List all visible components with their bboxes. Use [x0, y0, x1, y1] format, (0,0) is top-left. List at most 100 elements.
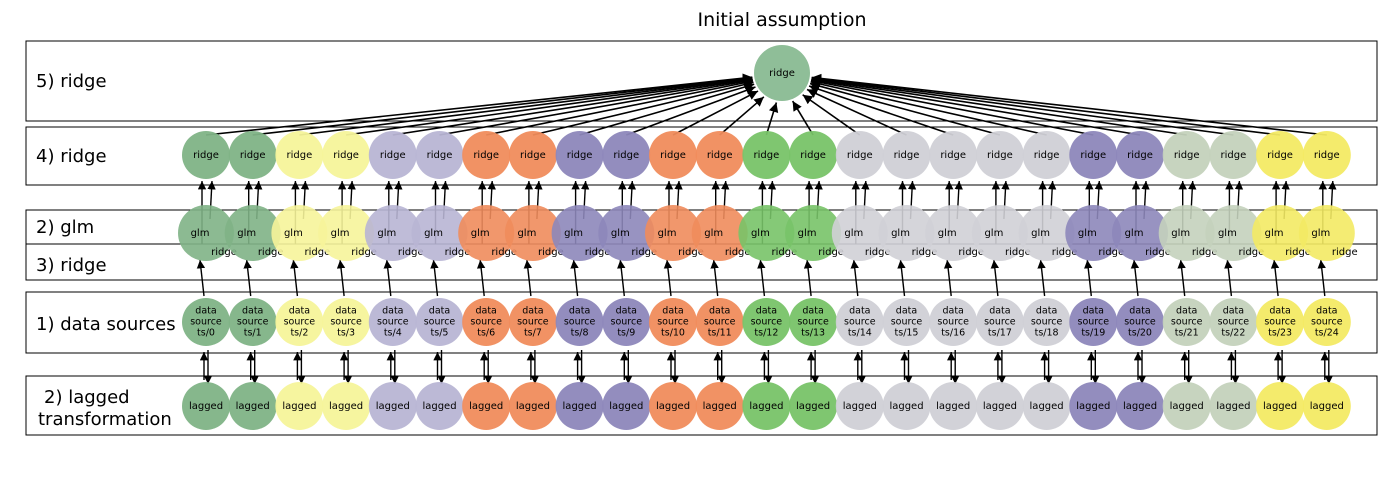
ridge4-node	[882, 131, 931, 179]
data-source-label-line1: data	[1129, 306, 1150, 317]
data-source-label-line1: data	[289, 306, 310, 317]
edge-ridge4-to-top	[802, 94, 861, 136]
data-source-label-line1: data	[382, 306, 403, 317]
lagged-node	[882, 382, 931, 430]
edge-source-to-ridge3	[383, 259, 392, 297]
glm-label: glm	[1311, 228, 1330, 239]
glm-node	[458, 205, 515, 261]
glm-label: glm	[751, 228, 770, 239]
row-label-layer2-glm: 2) glm	[36, 217, 94, 238]
ridge4-label: ridge	[1034, 150, 1060, 161]
data-source-node	[182, 298, 230, 346]
lagged-node	[1022, 382, 1071, 430]
ridge4-label: ridge	[380, 150, 406, 161]
ridge4-node	[1069, 131, 1118, 179]
data-source-node	[462, 298, 511, 346]
glm-label: glm	[331, 228, 350, 239]
lagged-label: lagged	[563, 401, 597, 412]
layer4-box	[25, 126, 1378, 186]
data-source-label-line1: data	[709, 306, 730, 317]
ridge3-label: ridge	[1192, 247, 1218, 258]
layer5-box	[25, 40, 1378, 122]
glm-label: glm	[424, 228, 443, 239]
data-source-id: ts/2	[290, 328, 308, 339]
lagged-node	[929, 382, 978, 430]
row-label-layer5: 5) ridge	[36, 71, 107, 92]
glm-node	[318, 205, 375, 261]
ridge4-label: ridge	[940, 150, 966, 161]
lagged-node	[649, 382, 697, 430]
lagged-node	[1162, 382, 1211, 430]
data-source-label-line1: data	[1223, 306, 1244, 317]
edge-ridge4-to-top	[532, 79, 754, 136]
lagged-node	[1302, 382, 1351, 430]
data-source-id: ts/11	[708, 328, 732, 339]
ridge4-label: ridge	[333, 150, 359, 161]
data-source-node	[1116, 298, 1164, 346]
ridge3-label: ridge	[958, 247, 984, 258]
diagram-title: Initial assumption	[697, 9, 866, 31]
data-source-node	[1022, 298, 1071, 346]
glm-label: glm	[191, 228, 210, 239]
glm-label: glm	[704, 228, 723, 239]
lagged-node	[322, 382, 371, 430]
data-source-label-line1: data	[195, 306, 216, 317]
data-source-id: ts/6	[477, 328, 495, 339]
edge-source-to-ridge3	[290, 259, 299, 297]
data-source-node	[322, 298, 371, 346]
ridge4-label: ridge	[987, 150, 1013, 161]
data-source-label-line1: data	[989, 306, 1010, 317]
edge-ridge4-to-top	[811, 76, 1141, 136]
glm-node	[1252, 205, 1309, 261]
ridge3-label: ridge	[725, 247, 751, 258]
ridge4-label: ridge	[193, 150, 219, 161]
lagged-node	[462, 382, 511, 430]
edge-ridge4-to-top	[765, 102, 779, 136]
ridge3-label: ridge	[772, 247, 798, 258]
ridge4-node	[1162, 131, 1211, 179]
ridge3-label: ridge	[211, 247, 237, 258]
lagged-label: lagged	[329, 401, 363, 412]
lagged-label: lagged	[376, 401, 410, 412]
ridge4-node	[368, 131, 417, 179]
glm-label: glm	[1218, 228, 1237, 239]
ridge3-label: ridge	[1145, 247, 1171, 258]
ridge4-label: ridge	[847, 150, 873, 161]
row-label-lagged-line2: transformation	[38, 409, 172, 430]
lagged-label: lagged	[516, 401, 550, 412]
data-source-label-line2: source	[424, 317, 456, 328]
data-source-node	[602, 298, 651, 346]
data-source-label-line1: data	[475, 306, 496, 317]
data-source-node	[929, 298, 978, 346]
row-label-layer1: 1) data sources	[36, 314, 176, 335]
edge-source-to-ridge3	[336, 259, 346, 297]
ridge4-node	[695, 131, 744, 179]
ridge3-label: ridge	[445, 247, 471, 258]
data-source-id: ts/8	[571, 328, 589, 339]
edge-source-to-ridge3	[850, 259, 859, 297]
ridge4-node	[929, 131, 978, 179]
data-source-id: ts/1	[244, 328, 262, 339]
data-source-label-line2: source	[657, 317, 689, 328]
row-label-lagged-line1: 2) lagged	[44, 387, 130, 408]
data-source-label-line1: data	[662, 306, 683, 317]
glm-label: glm	[984, 228, 1003, 239]
ridge4-label: ridge	[800, 150, 826, 161]
data-source-label-line2: source	[517, 317, 549, 328]
lagged-node	[1116, 382, 1164, 430]
data-source-label-line1: data	[849, 306, 870, 317]
data-source-id: ts/23	[1268, 328, 1292, 339]
edge-ridge4-to-top	[810, 79, 1047, 136]
data-source-id: ts/13	[801, 328, 825, 339]
data-source-label-line1: data	[756, 306, 777, 317]
glm-node	[178, 205, 234, 261]
edge-ridge4-to-top	[811, 75, 1187, 136]
data-source-label-line1: data	[1269, 306, 1290, 317]
glm-label: glm	[237, 228, 256, 239]
ridge4-label: ridge	[754, 150, 780, 161]
lagged-node	[228, 382, 277, 430]
ridge4-node	[1022, 131, 1071, 179]
lagged-label: lagged	[843, 401, 877, 412]
ridge3-label: ridge	[1239, 247, 1265, 258]
